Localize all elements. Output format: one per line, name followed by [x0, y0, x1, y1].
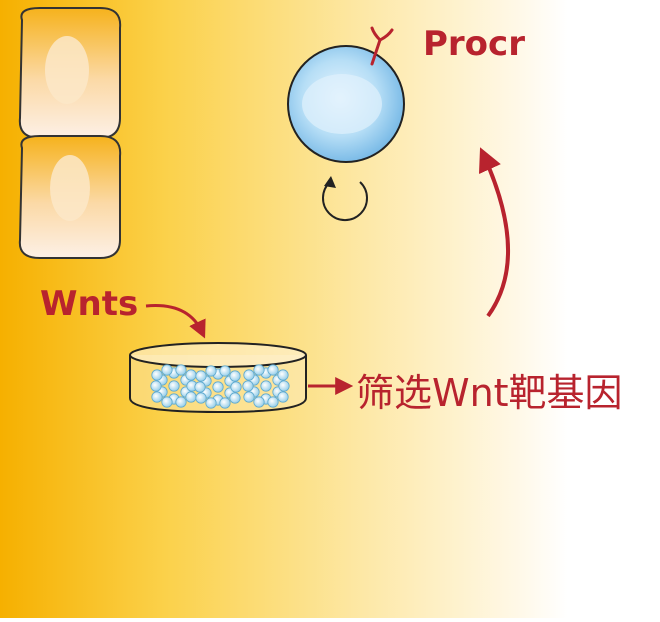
organoid-cell [219, 397, 231, 409]
organoid-cell [260, 380, 272, 392]
organoid-cluster-icon [242, 364, 290, 408]
organoid-cell [267, 364, 279, 376]
epithelial-cell-top [18, 7, 122, 139]
organoid-cell [205, 397, 217, 409]
organoid-cell [212, 381, 224, 393]
organoid-cell [195, 392, 207, 404]
wnts-arrow [145, 304, 206, 339]
organoid-cell [229, 370, 241, 382]
y-shaped-receptor-icon [370, 26, 394, 66]
organoid-cluster-icon [194, 365, 242, 409]
organoid-cell [194, 381, 206, 393]
organoid-cell [243, 369, 255, 381]
wnts-label: Wnts [40, 284, 139, 324]
organoid-cell [205, 365, 217, 377]
organoid-cell [151, 369, 163, 381]
screen-target-genes-label: 筛选Wnt靶基因 [356, 371, 623, 415]
organoid-cell [229, 392, 241, 404]
organoid-cell [161, 364, 173, 376]
organoid-cell [277, 369, 289, 381]
organoid-cell [175, 396, 187, 408]
organoid-cell [242, 380, 254, 392]
organoid-cell [185, 369, 197, 381]
organoid-cell [219, 365, 231, 377]
organoid-cell [243, 391, 255, 403]
organoid-cell [253, 364, 265, 376]
organoid-cell [230, 381, 242, 393]
organoid-cell [168, 380, 180, 392]
epithelial-cell-bottom [18, 135, 122, 259]
organoid-cell [151, 391, 163, 403]
organoid-cell [185, 391, 197, 403]
organoid-cell [195, 370, 207, 382]
circular-arrow-icon [322, 176, 368, 222]
feedback-arrow [478, 147, 510, 318]
organoid-cell [161, 396, 173, 408]
organoid-cell [175, 364, 187, 376]
organoid-cluster-icon [150, 364, 198, 408]
organoid-cell [277, 391, 289, 403]
stem-cell [287, 45, 405, 163]
procr-label: Procr [423, 24, 525, 64]
organoid-cell [267, 396, 279, 408]
organoid-cell [253, 396, 265, 408]
organoid-cell [278, 380, 290, 392]
organoid-cell [150, 380, 162, 392]
